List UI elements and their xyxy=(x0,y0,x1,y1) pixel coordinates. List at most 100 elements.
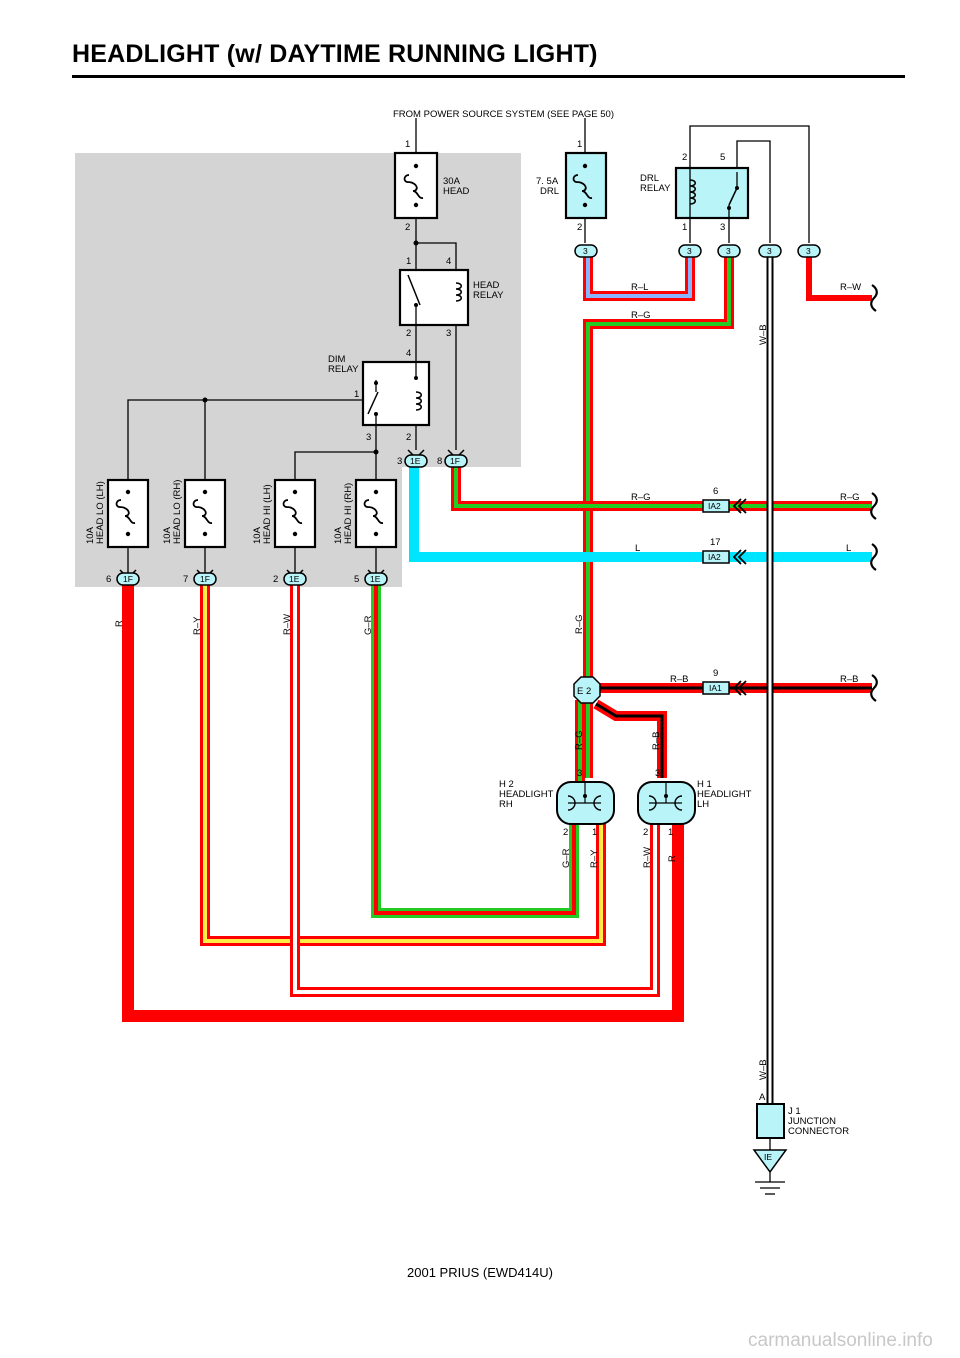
conn-b2-pin: 7 xyxy=(183,574,188,585)
wire-r-b xyxy=(593,683,872,778)
h2-pin-right: 1 xyxy=(592,827,597,838)
fuse-30a-pin-top: 1 xyxy=(405,139,410,150)
junction-e2-label: E 2 xyxy=(577,686,591,697)
conn-b1-code: 1F xyxy=(123,574,133,584)
drl-row-pin-2: 3 xyxy=(687,246,692,256)
connector-ia1-9 xyxy=(702,680,747,696)
fuse-head-lo-lh xyxy=(106,478,150,549)
fuse-hi-lh-name: HEAD HI (LH) xyxy=(262,484,273,544)
connector-1f-top-code: 1F xyxy=(450,456,460,466)
h2-pin-left: 2 xyxy=(563,827,568,838)
ground-ie xyxy=(752,1149,788,1174)
wire-g-r xyxy=(371,585,579,918)
ground-ie-label: IE xyxy=(764,1152,772,1162)
title-rule xyxy=(72,75,905,78)
drl-relay-pin-5: 5 xyxy=(720,152,725,163)
drl-relay-line1: DRL xyxy=(640,173,659,184)
fuse-head-hi-lh xyxy=(273,478,317,549)
h2-pin-top: 3 xyxy=(577,768,582,779)
connector-1e-top-pin: 3 xyxy=(397,456,402,467)
power-source-note: FROM POWER SOURCE SYSTEM (SEE PAGE 50) xyxy=(393,109,614,120)
label-r-w-fuse2: R–W xyxy=(282,614,293,635)
conn-b2-code: 1F xyxy=(200,574,210,584)
splice-dots xyxy=(202,240,419,455)
label-l-left: L xyxy=(635,543,640,554)
label-r-l: R–L xyxy=(631,282,648,293)
label-r-g-ia2-left: R–G xyxy=(631,492,651,503)
wire-l xyxy=(409,467,872,562)
wire-r-w-right xyxy=(806,251,872,301)
wire-r-w xyxy=(290,585,660,997)
dim-relay-pin-1: 1 xyxy=(354,389,359,400)
drl-row-pin-5: 3 xyxy=(806,246,811,256)
drl-relay-pin-1: 1 xyxy=(682,222,687,233)
label-r-b-h1: R–B xyxy=(651,732,662,750)
j1-id: J 1 xyxy=(788,1106,801,1117)
connector-drl-row xyxy=(574,244,821,258)
head-relay-pin-1: 1 xyxy=(406,256,411,267)
label-r-fuse6: R xyxy=(114,620,125,627)
headlight-h1-lh xyxy=(637,781,696,825)
h1-pin-left: 2 xyxy=(643,827,648,838)
fuse-head-hi-rh xyxy=(354,478,398,549)
watermark: carmanualsonline.info xyxy=(748,1330,933,1351)
drl-relay xyxy=(674,166,750,220)
fuse-30a-head xyxy=(393,151,439,220)
label-r-y-h2: R–Y xyxy=(589,849,600,868)
dim-relay-line2: RELAY xyxy=(328,364,359,375)
ia2-17-pin: 17 xyxy=(710,537,721,548)
head-relay-line2: RELAY xyxy=(473,290,504,301)
wire-break-marks xyxy=(870,284,878,702)
label-g-r-fuse5: G–R xyxy=(363,615,374,635)
label-r-g-ia2-right: R–G xyxy=(840,492,860,503)
h2-id: H 2 xyxy=(499,779,514,790)
label-w-b-top: W–B xyxy=(758,324,769,345)
headlight-h2-rh xyxy=(556,781,615,825)
label-r-w-right: R–W xyxy=(840,282,861,293)
fuse-30a-name: HEAD xyxy=(443,186,470,197)
drl-row-pin-3: 3 xyxy=(726,246,731,256)
wire-r-g-1f xyxy=(451,467,872,511)
j1-line2: CONNECTOR xyxy=(788,1126,849,1137)
label-w-b-bottom: W–B xyxy=(758,1059,769,1080)
label-r-w-h1: R–W xyxy=(642,847,653,868)
drl-relay-pin-3: 3 xyxy=(720,222,725,233)
label-r-g-top: R–G xyxy=(631,310,651,321)
junction-e2 xyxy=(573,676,601,704)
h1-line1: HEADLIGHT xyxy=(697,789,752,800)
drl-row-pin-1: 3 xyxy=(583,246,588,256)
fuse-head-lo-rh xyxy=(183,478,227,549)
ia2-17-code: IA2 xyxy=(708,552,721,562)
fuse-drl-pin-bottom: 2 xyxy=(577,222,582,233)
fuse-30a-amp: 30A xyxy=(443,176,461,187)
wire-r xyxy=(122,585,684,1022)
connector-ia2-6 xyxy=(702,498,747,514)
label-r-g-h2: R–G xyxy=(574,730,585,750)
wire-r-l xyxy=(583,251,695,301)
connector-1e-top-code: 1E xyxy=(410,456,421,466)
connector-1f-top-pin: 8 xyxy=(437,456,442,467)
ia2-6-pin: 6 xyxy=(713,486,718,497)
ia1-9-pin: 9 xyxy=(713,668,718,679)
conn-b3-code: 1E xyxy=(289,574,300,584)
h2-line2: RH xyxy=(499,799,513,810)
junction-connector-j1 xyxy=(756,1103,785,1139)
thin-wires xyxy=(127,118,810,1195)
drl-relay-pin-2: 2 xyxy=(682,152,687,163)
h1-pin-right: 1 xyxy=(668,827,673,838)
h1-pin-top: 3 xyxy=(655,768,660,779)
fuse-lo-rh-amp: 10A xyxy=(162,526,173,544)
connector-ia2-17 xyxy=(702,549,747,565)
footer: 2001 PRIUS (EWD414U) xyxy=(407,1265,553,1280)
dim-relay xyxy=(361,360,431,427)
fuse-30a-pin-bottom: 2 xyxy=(405,222,410,233)
fuse-drl-name: DRL xyxy=(540,186,559,197)
label-l-right: L xyxy=(846,543,851,554)
fuse-7-5a-drl xyxy=(564,151,608,220)
label-r-b-ia1-left: R–B xyxy=(670,674,688,685)
label-r-g-vertical: R–G xyxy=(574,614,585,634)
connector-1f-top xyxy=(444,449,468,468)
conn-b4-pin: 5 xyxy=(354,574,359,585)
fuse-lo-lh-amp: 10A xyxy=(85,526,96,544)
head-relay-line1: HEAD xyxy=(473,280,500,291)
